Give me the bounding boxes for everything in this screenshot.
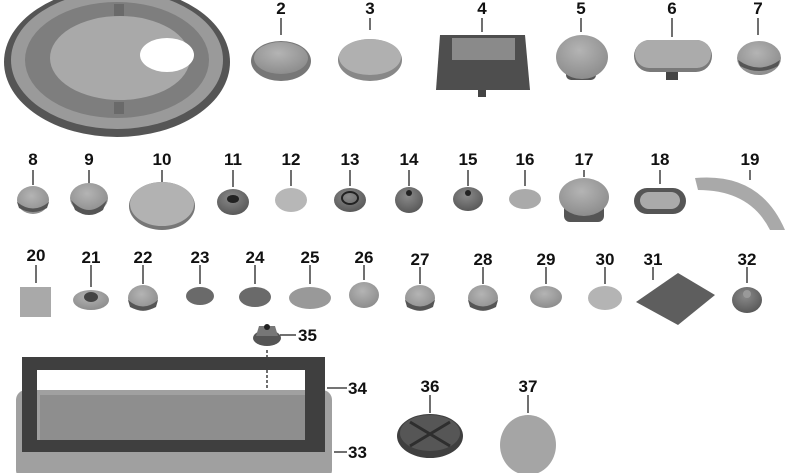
- callout-19: 19: [740, 150, 760, 169]
- callout-23: 23: [190, 248, 210, 267]
- callout-26: 26: [354, 248, 374, 267]
- callout-24: 24: [245, 248, 265, 267]
- callout-15: 15: [458, 150, 478, 169]
- callout-12: 12: [281, 150, 301, 169]
- callout-10: 10: [152, 150, 172, 169]
- callout-18: 18: [650, 150, 670, 169]
- callout-3: 3: [365, 0, 375, 18]
- callout-6: 6: [667, 0, 677, 18]
- callout-20: 20: [26, 246, 46, 265]
- callout-33: 33: [348, 443, 367, 462]
- callout-36: 36: [420, 377, 440, 396]
- callout-11: 11: [224, 150, 242, 169]
- callout-34: 34: [348, 379, 367, 398]
- callout-21: 21: [81, 248, 101, 267]
- callout-22: 22: [133, 248, 153, 267]
- callout-35: 35: [298, 326, 317, 345]
- callout-9: 9: [84, 150, 94, 169]
- callout-37: 37: [518, 377, 538, 396]
- callout-14: 14: [399, 150, 419, 169]
- callout-4: 4: [477, 0, 487, 18]
- callout-28: 28: [473, 250, 493, 269]
- callout-27: 27: [410, 250, 430, 269]
- callout-5: 5: [576, 0, 586, 18]
- callout-29: 29: [536, 250, 556, 269]
- callout-13: 13: [340, 150, 360, 169]
- callout-32: 32: [737, 250, 757, 269]
- callout-30: 30: [595, 250, 615, 269]
- callout-7: 7: [753, 0, 763, 18]
- part-4-box: [436, 35, 530, 97]
- callout-2: 2: [276, 0, 286, 18]
- callout-16: 16: [515, 150, 535, 169]
- part-1-cover-disc: [4, 0, 230, 137]
- callout-31: 31: [643, 250, 663, 269]
- callout-17: 17: [574, 150, 594, 169]
- callout-25: 25: [300, 248, 320, 267]
- callout-8: 8: [28, 150, 38, 169]
